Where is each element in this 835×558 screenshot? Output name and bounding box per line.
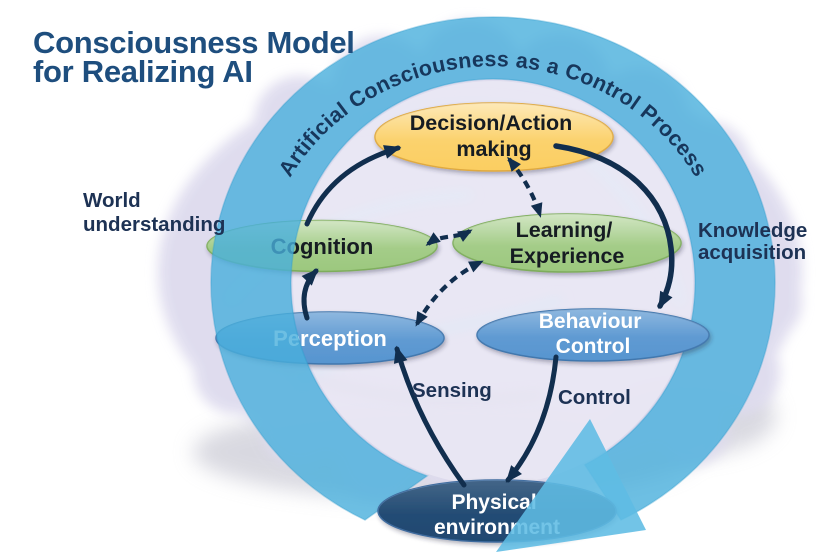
world-line1: World [83, 189, 141, 212]
inner-wash [293, 81, 693, 485]
node-decision: Decision/Action making [374, 102, 614, 172]
sensing-label: Sensing [412, 379, 492, 402]
learning-label: Learning/ Experience [510, 218, 625, 268]
behaviour-line2: Control [556, 335, 631, 358]
edge-perception-cognition [301, 268, 319, 321]
world-understanding-label: World understanding [83, 189, 225, 236]
physical-line1: Physical [451, 491, 536, 514]
behaviour-label: Behaviour Control [539, 310, 648, 358]
edge-cognition-learning-dashed [425, 229, 473, 246]
edge-cognition-decision [304, 145, 402, 227]
edge-decision-learning-dashed [507, 156, 543, 218]
node-learning: Learning/ Experience [452, 213, 682, 273]
edge-behaviour-physical-control [505, 354, 559, 483]
learning-line2: Experience [510, 244, 625, 268]
page-title: Consciousness Model for Realizing AI [33, 25, 363, 89]
decision-gloss [375, 103, 613, 171]
decision-line2: making [456, 137, 531, 161]
ring-band [210, 16, 776, 521]
learning-gloss [453, 214, 681, 272]
behaviour-gloss [477, 309, 709, 361]
behaviour-line1: Behaviour [539, 310, 642, 333]
decision-line1: Decision/Action [410, 111, 572, 135]
knowledge-line2: acquisition [698, 241, 806, 264]
edge-physical-perception-sensing [393, 345, 467, 488]
edge-decision-behaviour [553, 143, 675, 310]
title-line2: for Realizing AI [33, 54, 253, 89]
ring-arrowhead [496, 419, 646, 552]
learning-line1: Learning/ [516, 218, 613, 242]
control-label: Control [558, 386, 631, 409]
side-labels: World understanding Knowledge acquisitio… [83, 189, 813, 409]
node-behaviour: Behaviour Control [476, 308, 710, 362]
edge-perception-learning-dashed [415, 260, 484, 327]
world-line2: understanding [83, 213, 225, 236]
knowledge-line1: Knowledge [698, 219, 807, 242]
knowledge-acquisition-label: Knowledge acquisition [698, 219, 813, 264]
edges [301, 143, 675, 488]
decision-label: Decision/Action making [410, 111, 578, 161]
title-line1: Consciousness Model [33, 25, 355, 60]
